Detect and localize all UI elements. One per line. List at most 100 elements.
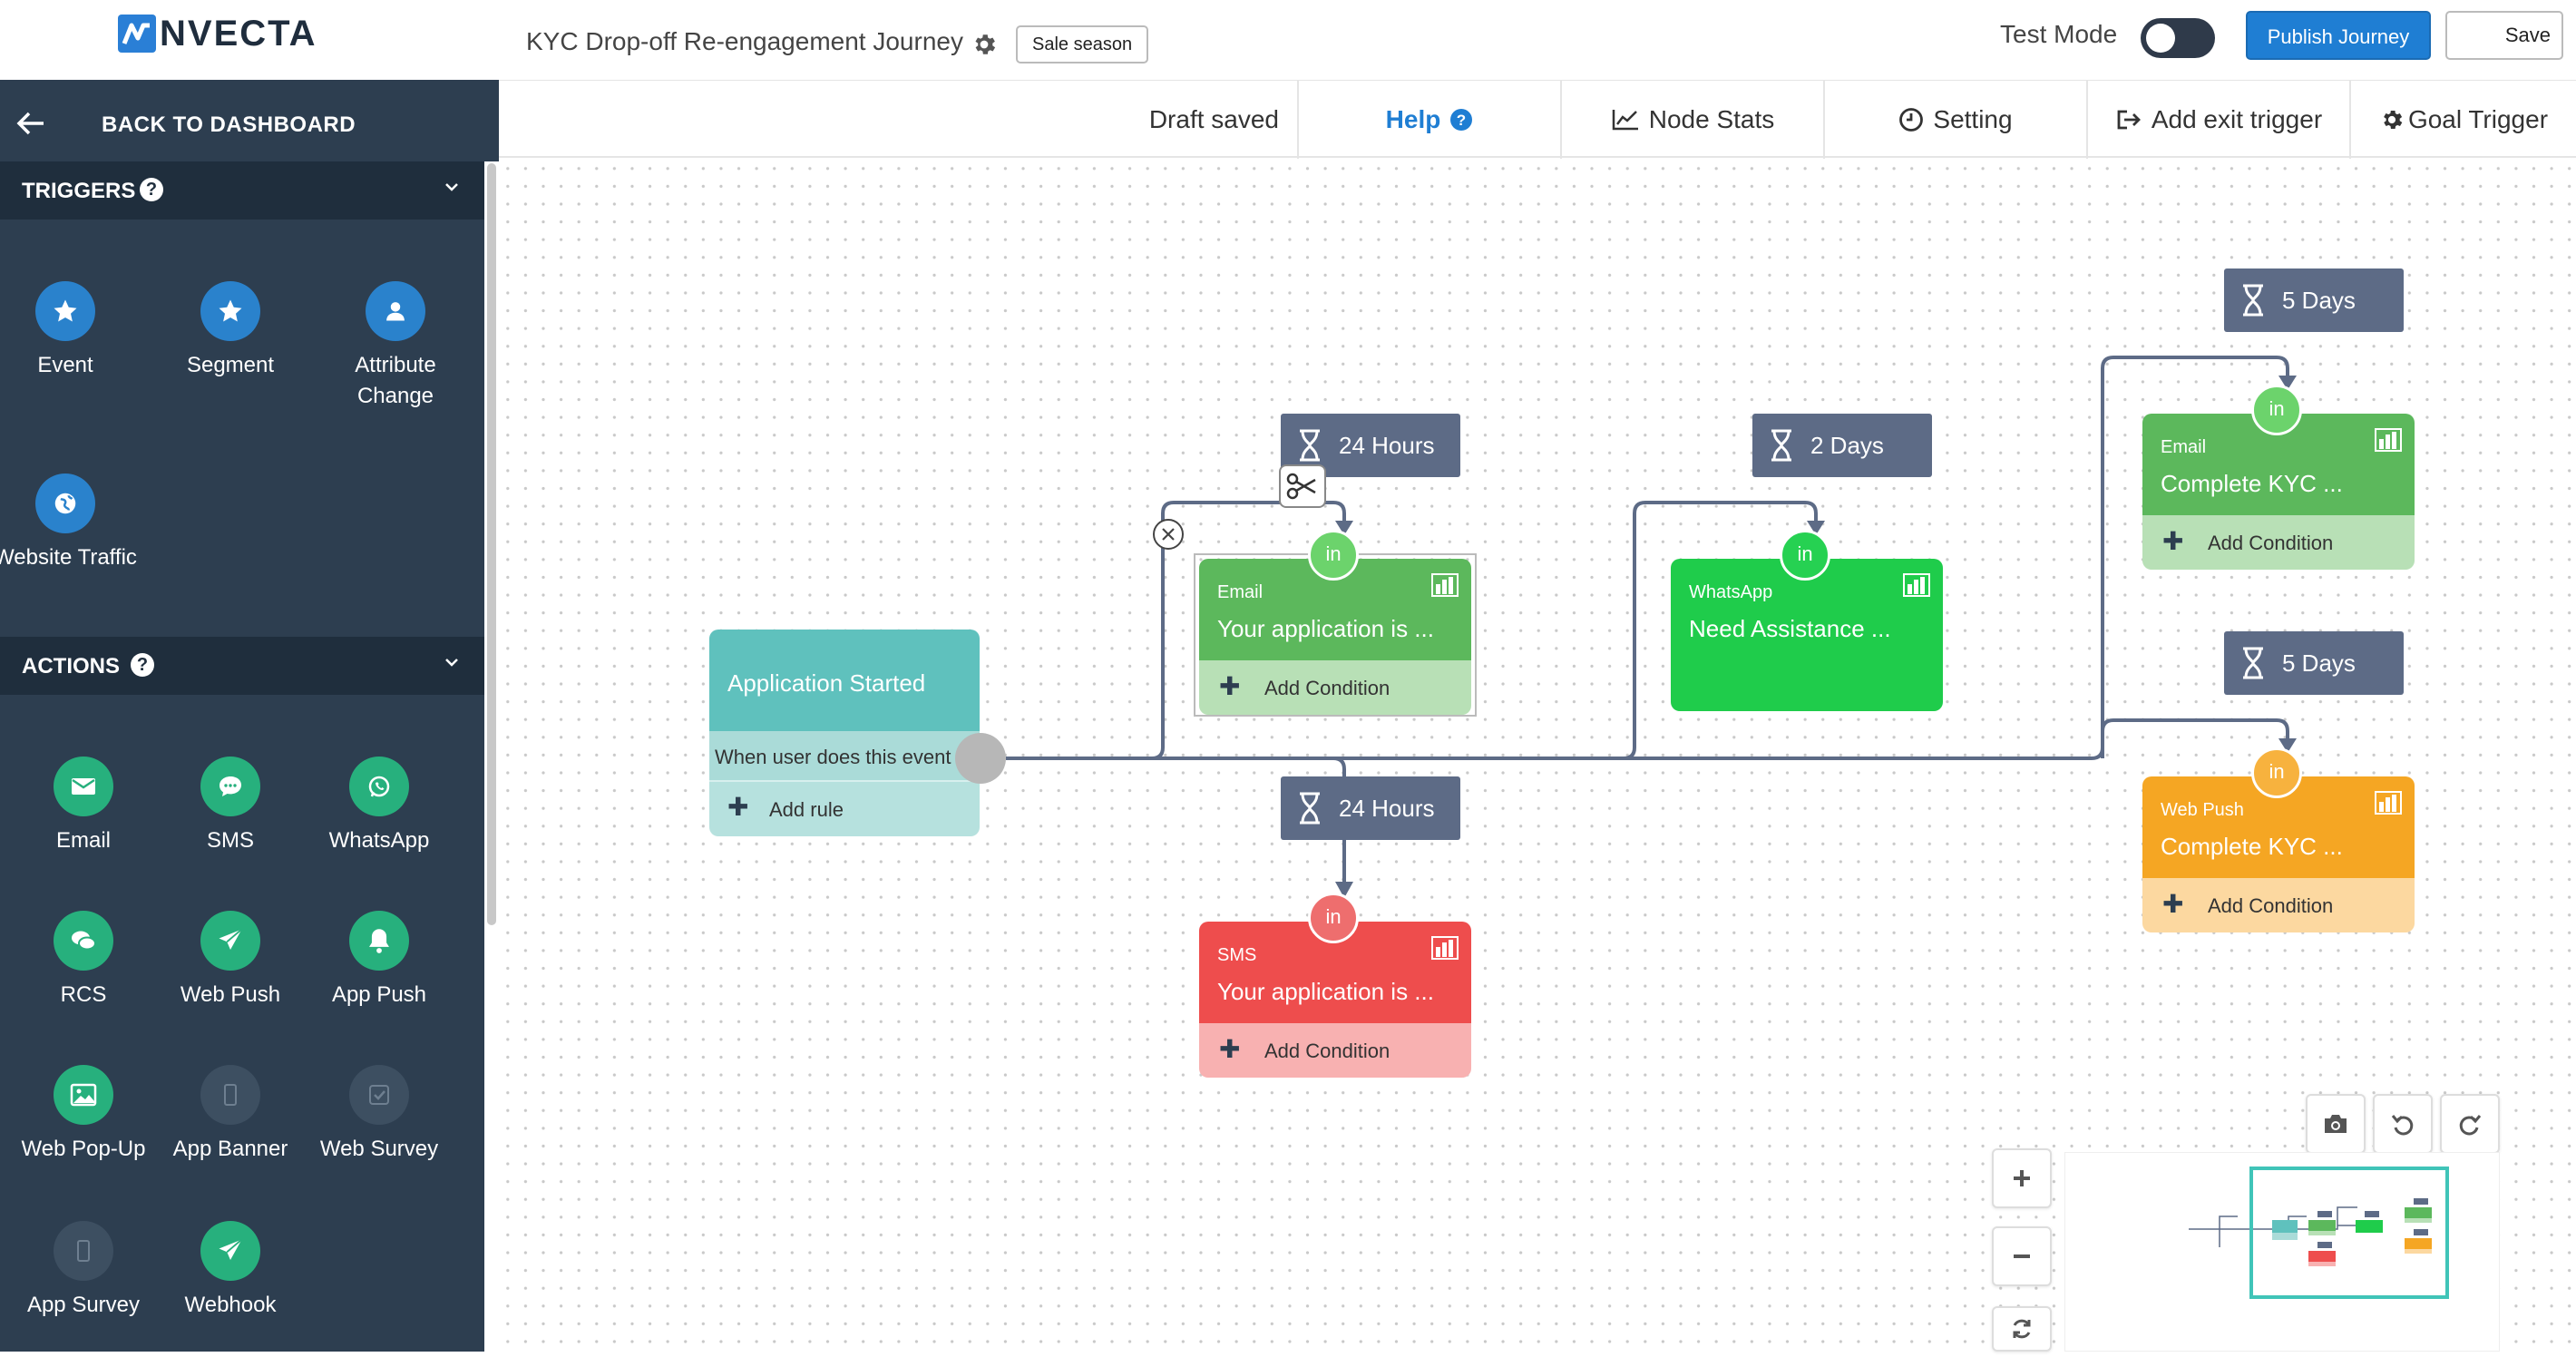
sidebar-scroll-thumb[interactable] <box>487 163 496 925</box>
actions-section-header[interactable]: ACTIONS ? <box>0 637 499 695</box>
trigger-node-header[interactable]: Application Started <box>709 630 980 731</box>
node-input-port[interactable]: in <box>1308 893 1359 943</box>
minimap-viewport[interactable] <box>2249 1167 2449 1299</box>
delay-label: 2 Days <box>1810 431 1884 459</box>
action-email[interactable]: Email <box>2 757 165 856</box>
add-condition-label: Add Condition <box>2208 894 2334 917</box>
delay-node[interactable]: 24 Hours <box>1281 776 1460 840</box>
undo-button[interactable] <box>2373 1094 2433 1154</box>
trigger-attribute-change[interactable]: Attribute Change <box>314 281 477 412</box>
back-to-dashboard[interactable]: BACK TO DASHBOARD <box>0 80 499 167</box>
draft-status-text: Draft saved <box>1148 105 1279 133</box>
screenshot-button[interactable] <box>2306 1094 2366 1154</box>
trigger-condition-text: When user does this event <box>715 746 951 768</box>
action-web-pop-up[interactable]: Web Pop-Up <box>2 1065 165 1165</box>
action-app-push[interactable]: App Push <box>298 911 461 1010</box>
journey-tag[interactable]: Sale season <box>1016 25 1149 63</box>
brand-logo[interactable]: NVECTA <box>118 13 317 54</box>
minimap-preview <box>2189 1198 2432 1266</box>
delay-node[interactable]: 2 Days <box>1752 414 1932 477</box>
node-message: Your application is ... <box>1217 615 1434 642</box>
sidebar: BACK TO DASHBOARD TRIGGERS ? Event Segme… <box>0 80 499 1352</box>
node-stats-button[interactable]: Node Stats <box>1560 81 1823 159</box>
bar-chart-icon[interactable] <box>2375 791 2402 815</box>
node-input-port[interactable]: in <box>2251 385 2302 435</box>
node-channel: Web Push <box>2161 800 2244 820</box>
user-icon <box>366 281 425 341</box>
zoom-in-button[interactable] <box>1992 1148 2052 1208</box>
reset-view-button[interactable] <box>1992 1306 2052 1352</box>
chevron-down-icon[interactable] <box>443 178 461 196</box>
gear-icon[interactable] <box>971 31 998 58</box>
delay-node[interactable]: 5 Days <box>2224 631 2404 695</box>
delay-label: 24 Hours <box>1339 794 1435 822</box>
remove-connection-button[interactable] <box>1153 519 1184 550</box>
action-web-survey[interactable]: Web Survey <box>298 1065 461 1165</box>
action-app-banner[interactable]: App Banner <box>149 1065 312 1165</box>
plus-icon: ✚ <box>2162 527 2184 555</box>
add-condition-button[interactable]: ✚ Add Condition <box>2142 878 2415 932</box>
test-mode-toggle[interactable] <box>2141 18 2215 58</box>
node-input-port[interactable]: in <box>2251 747 2302 798</box>
add-condition-button[interactable]: ✚ Add Condition <box>1199 1023 1471 1078</box>
action-web-push[interactable]: Web Push <box>149 911 312 1010</box>
action-sms[interactable]: SMS <box>149 757 312 856</box>
plus-icon: ✚ <box>1219 1035 1241 1063</box>
email-node[interactable]: Email Your application is ... ✚ Add Cond… <box>1199 559 1471 715</box>
trigger-segment[interactable]: Segment <box>149 281 312 381</box>
setting-button[interactable]: Setting <box>1823 81 2086 159</box>
minimap[interactable] <box>2064 1152 2500 1352</box>
add-condition-button[interactable]: ✚ Add Condition <box>1199 660 1471 715</box>
add-exit-trigger-button[interactable]: Add exit trigger <box>2086 81 2349 159</box>
web-push-node[interactable]: Web Push Complete KYC ... ✚ Add Conditio… <box>2142 776 2415 932</box>
bar-chart-icon[interactable] <box>1431 936 1459 960</box>
trigger-website-traffic[interactable]: Website Traffic <box>0 473 147 573</box>
trigger-node-application-started[interactable]: Application Started When user does this … <box>709 630 980 838</box>
goal-trigger-button[interactable]: Goal Trigger <box>2349 81 2576 159</box>
node-channel: Email <box>2161 437 2207 457</box>
node-message: Need Assistance ... <box>1689 615 1891 642</box>
sms-node[interactable]: SMS Your application is ... ✚ Add Condit… <box>1199 922 1471 1078</box>
action-label: Web Survey <box>319 1137 439 1161</box>
node-input-port[interactable]: in <box>1780 530 1830 581</box>
paper-plane-icon <box>200 1221 260 1281</box>
delay-label: 5 Days <box>2282 649 2356 677</box>
whatsapp-node[interactable]: WhatsApp Need Assistance ... <box>1671 559 1943 711</box>
logo-text: NVECTA <box>160 13 317 54</box>
journey-title[interactable]: KYC Drop-off Re-engagement Journey <box>526 27 963 55</box>
email-node[interactable]: Email Complete KYC ... ✚ Add Condition <box>2142 414 2415 570</box>
trigger-event[interactable]: Event <box>0 281 147 381</box>
node-header[interactable]: WhatsApp Need Assistance ... <box>1671 559 1943 711</box>
add-rule-label: Add rule <box>769 798 844 821</box>
add-rule-button[interactable]: ✚ Add rule <box>709 782 980 836</box>
add-condition-button[interactable]: ✚ Add Condition <box>2142 515 2415 570</box>
hourglass-icon <box>1771 429 1791 462</box>
action-webhook[interactable]: Webhook <box>149 1221 312 1321</box>
scissors-icon <box>1286 473 1316 500</box>
help-icon[interactable]: ? <box>140 178 163 201</box>
bar-chart-icon[interactable] <box>1903 573 1930 597</box>
hourglass-icon <box>2243 284 2263 317</box>
cut-connection-button[interactable] <box>1279 464 1326 508</box>
save-button[interactable]: Save <box>2445 11 2563 60</box>
trigger-node-title: Application Started <box>727 669 926 697</box>
action-whatsapp[interactable]: WhatsApp <box>298 757 461 856</box>
redo-button[interactable] <box>2440 1094 2500 1154</box>
action-rcs[interactable]: RCS <box>2 911 165 1010</box>
chevron-down-icon[interactable] <box>443 653 461 671</box>
help-button[interactable]: Help ? <box>1297 81 1560 159</box>
node-input-port[interactable]: in <box>1308 530 1359 581</box>
publish-journey-button[interactable]: Publish Journey <box>2246 11 2431 60</box>
action-label: WhatsApp <box>328 828 430 853</box>
zoom-out-button[interactable] <box>1992 1226 2052 1286</box>
trigger-node-condition[interactable]: When user does this event <box>709 731 980 782</box>
action-app-survey[interactable]: App Survey <box>2 1221 165 1321</box>
bar-chart-icon[interactable] <box>2375 428 2402 452</box>
draft-status: Draft saved <box>499 81 1297 159</box>
delay-node[interactable]: 5 Days <box>2224 268 2404 332</box>
trigger-output-port[interactable] <box>955 733 1006 784</box>
triggers-section-header[interactable]: TRIGGERS ? <box>0 161 499 220</box>
help-icon[interactable]: ? <box>131 653 154 677</box>
plus-icon: ✚ <box>1219 672 1241 700</box>
bar-chart-icon[interactable] <box>1431 573 1459 597</box>
